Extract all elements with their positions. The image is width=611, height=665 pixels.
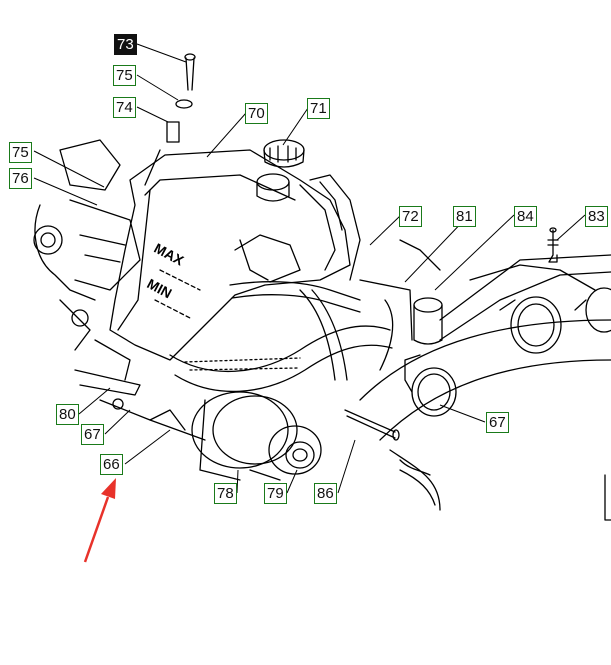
tank-bracket [309, 174, 361, 281]
callout-74[interactable]: 74 [113, 97, 136, 118]
red-pointer-arrow [83, 478, 116, 563]
callout-75-left[interactable]: 75 [9, 142, 32, 163]
callout-76[interactable]: 76 [9, 168, 32, 189]
callout-86[interactable]: 86 [314, 483, 337, 504]
callout-67-left[interactable]: 67 [81, 424, 104, 445]
leader-lines [33, 43, 586, 494]
tank-max-label: MAX [152, 240, 188, 269]
tank-min-label: MIN [144, 275, 174, 301]
callout-71[interactable]: 71 [307, 98, 330, 119]
pulley-assembly [149, 391, 322, 481]
callout-80[interactable]: 80 [56, 404, 79, 425]
callout-66[interactable]: 66 [100, 454, 123, 475]
callout-78[interactable]: 78 [214, 483, 237, 504]
fitting-83 [547, 227, 559, 263]
callout-83[interactable]: 83 [585, 206, 608, 227]
callout-81[interactable]: 81 [453, 206, 476, 227]
callout-72[interactable]: 72 [399, 206, 422, 227]
callout-73[interactable]: 73 [114, 34, 137, 55]
radiator-frame [359, 254, 611, 521]
callout-84[interactable]: 84 [514, 206, 537, 227]
engine-block-left [33, 139, 186, 431]
bolt-assembly-top [144, 53, 196, 186]
coolant-hoses [169, 279, 413, 393]
callout-75-top[interactable]: 75 [113, 65, 136, 86]
callout-67-right[interactable]: 67 [486, 412, 509, 433]
pipe-fittings-center [399, 239, 457, 417]
filler-cap [256, 139, 305, 202]
callout-70[interactable]: 70 [245, 103, 268, 124]
callout-79[interactable]: 79 [264, 483, 287, 504]
bolt-86 [344, 409, 400, 441]
